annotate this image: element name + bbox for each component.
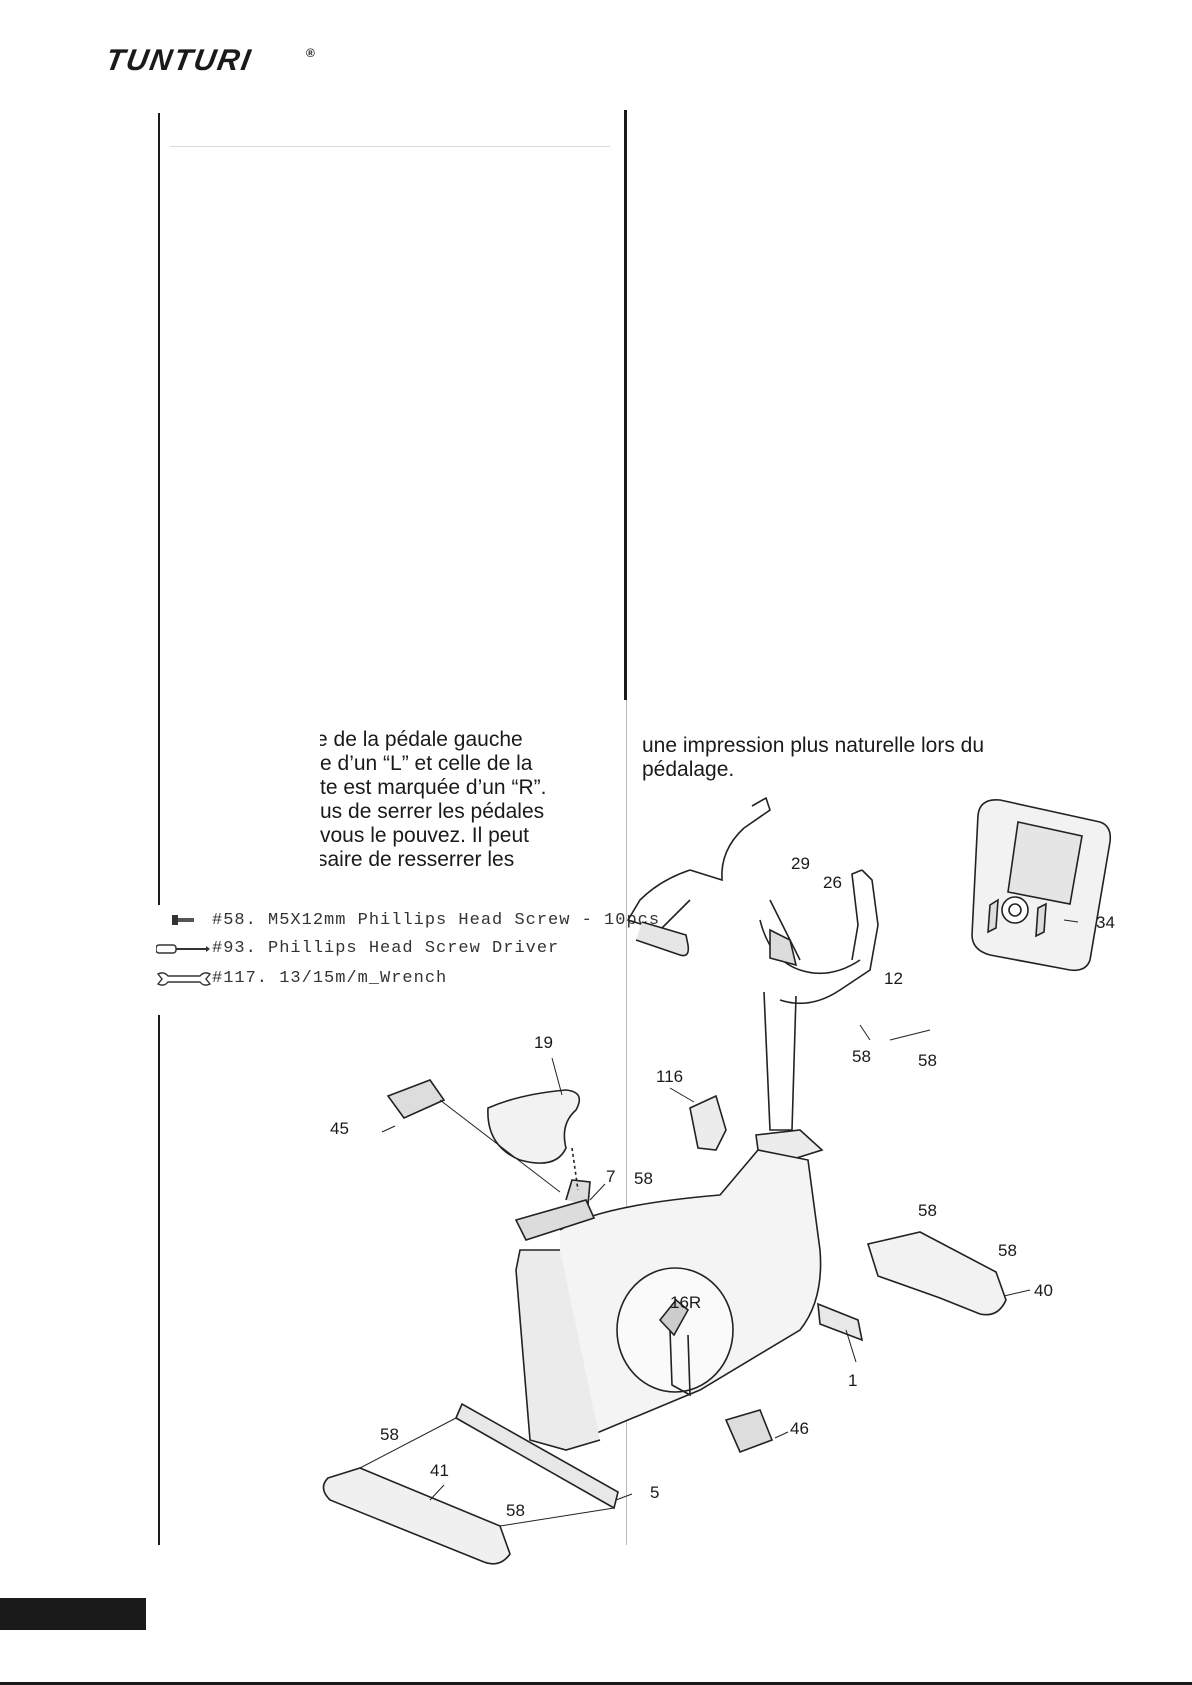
part-label: 26: [823, 873, 842, 892]
tool-item: #58. M5X12mm Phillips Head Screw - 10pcs: [212, 911, 661, 930]
registered-mark: ®: [306, 46, 315, 60]
section-rule: [170, 146, 610, 147]
text-line: te est marquée d’un “R”.: [320, 776, 547, 799]
left-margin-rule: [158, 113, 160, 1545]
part-label: 19: [534, 1033, 553, 1052]
text-line: e de la pédale gauche: [320, 728, 523, 751]
part-label: 12: [884, 969, 903, 988]
tool-item: #93. Phillips Head Screw Driver: [212, 939, 560, 958]
part-label: 58: [918, 1051, 937, 1070]
wrench-icon: [156, 971, 212, 992]
part-label: 46: [790, 1419, 809, 1438]
handlebar-part: [626, 796, 879, 1005]
column-divider-top: [624, 110, 627, 700]
part-label: 7: [606, 1167, 615, 1186]
right-pedal: [724, 1409, 774, 1454]
bottom-rule: [0, 1682, 1192, 1685]
part-label: 41: [430, 1461, 449, 1480]
text-line: saire de resserrer les: [320, 848, 515, 871]
part-label: 45: [330, 1119, 349, 1138]
part-label: 5: [650, 1483, 659, 1502]
part-label: 16R: [670, 1293, 701, 1312]
part-label: 58: [918, 1201, 937, 1220]
left-text-block: e de la pédale gauche e d’un “L” et cell…: [320, 728, 620, 880]
part-label: 58: [852, 1047, 871, 1066]
text-line: us de serrer les pédales: [320, 800, 545, 823]
part-label: 58: [634, 1169, 653, 1188]
console-part: [971, 798, 1112, 972]
part-label: 1: [848, 1371, 857, 1390]
text-line: une impression plus naturelle lors du: [642, 734, 985, 757]
part-label: 40: [1034, 1281, 1053, 1300]
part-label: 58: [998, 1241, 1017, 1260]
screw-icon: [172, 913, 196, 932]
text-line: pédalage.: [642, 758, 735, 781]
rear-stabilizer: [817, 1231, 1007, 1342]
tools-list: #58. M5X12mm Phillips Head Screw - 10pcs…: [150, 905, 659, 1015]
bottle-holder: [689, 1094, 727, 1151]
part-label: 34: [1096, 913, 1115, 932]
left-pedal: [386, 1079, 446, 1119]
part-label: 58: [380, 1425, 399, 1444]
part-label: 58: [506, 1501, 525, 1520]
front-stabilizer: [322, 1402, 619, 1565]
part-label: 116: [656, 1067, 683, 1086]
part-label: 29: [791, 854, 810, 873]
seat-assembly: [487, 1089, 596, 1241]
right-text-block: une impression plus naturelle lors du pé…: [642, 734, 1162, 782]
text-line: vous le pouvez. Il peut: [320, 824, 529, 847]
column-divider-bottom: [626, 700, 627, 1545]
main-frame: [515, 1149, 822, 1451]
tool-item: #117. 13/15m/m_Wrench: [212, 969, 448, 988]
page-number-box: [0, 1598, 146, 1630]
text-line: e d’un “L” et celle de la: [320, 752, 533, 775]
screwdriver-icon: [155, 942, 210, 961]
